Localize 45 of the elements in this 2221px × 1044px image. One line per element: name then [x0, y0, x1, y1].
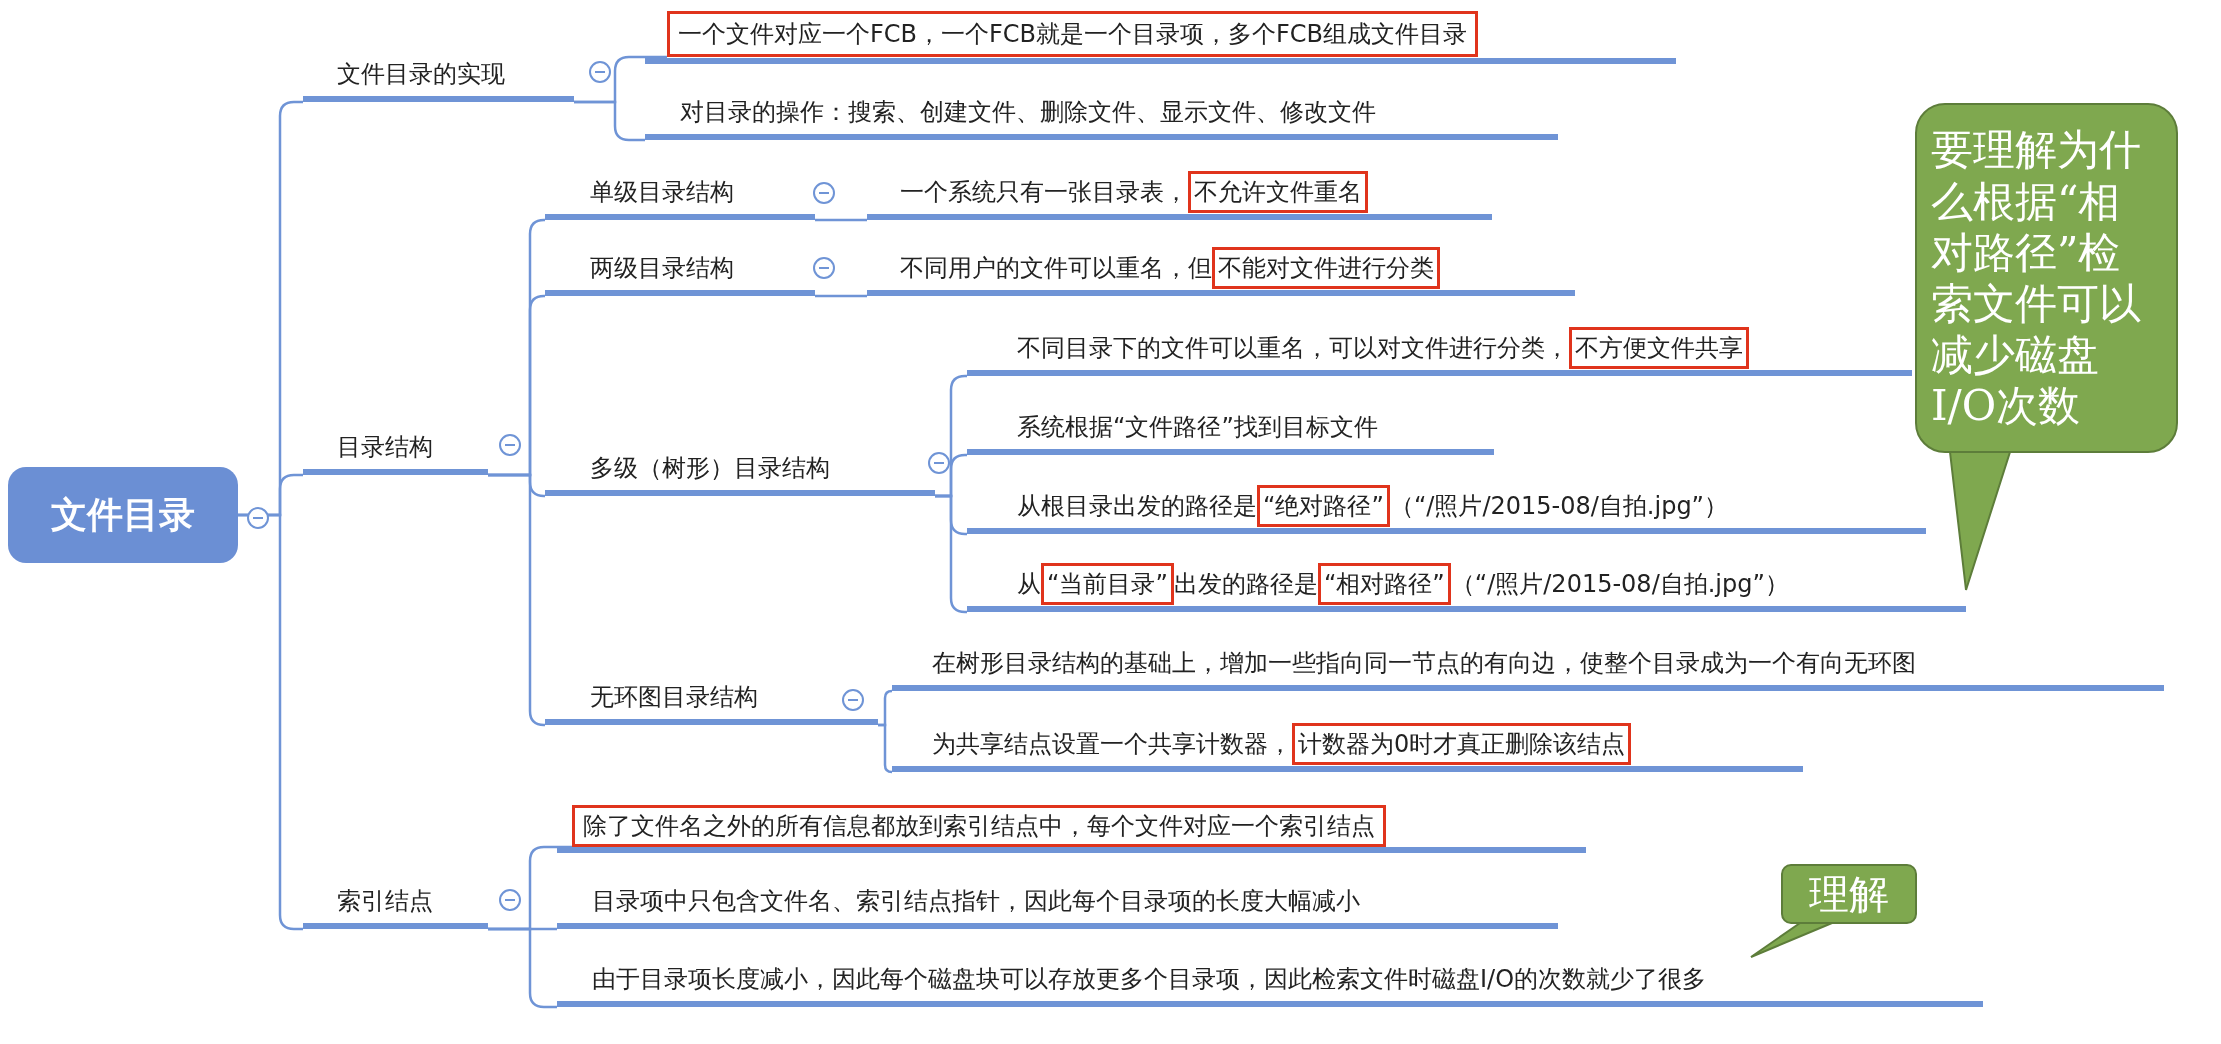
- highlight-box: 一个文件对应一个FCB，一个FCB就是一个目录项，多个FCB组成文件目录: [667, 11, 1479, 57]
- branch-connector: [488, 473, 546, 727]
- branch-topic: 单级目录结构: [545, 170, 815, 220]
- highlight-box: “绝对路径”: [1257, 485, 1390, 527]
- root-topic: 文件目录: [8, 467, 238, 563]
- topic-text: 出发的路径是: [1173, 569, 1318, 600]
- branch-topic: [967, 562, 1966, 612]
- branch-connector: [815, 294, 867, 298]
- branch-topic: 两级目录结构: [545, 246, 815, 296]
- branch-topic: [867, 170, 1492, 220]
- branch-topic: 在树形目录结构的基础上，增加一些指向同一节点的有向边，使整个目录成为一个有向无环图: [892, 641, 2164, 691]
- branch-topic: 目录项中只包含文件名、索引结点指针，因此每个目录项的长度大幅减小: [557, 879, 1558, 929]
- branch-topic: [967, 484, 1926, 534]
- branch-connector: [815, 218, 867, 222]
- branch-topic: 文件目录的实现: [303, 52, 574, 102]
- branch-topic: 对目录的操作：搜索、创建文件、删除文件、显示文件、修改文件: [645, 90, 1558, 140]
- bubble-tail: [1750, 922, 1833, 958]
- highlight-box: 不能对文件进行分类: [1212, 247, 1440, 289]
- topic-text: 从根目录出发的路径是: [1017, 491, 1257, 522]
- branch-topic: 系统根据“文件路径”找到目标文件: [967, 405, 1494, 455]
- branch-topic: 多级（树形）目录结构: [545, 446, 935, 496]
- topic-text: 从: [1017, 569, 1041, 600]
- branch-connector: [878, 723, 894, 774]
- highlight-box: 计数器为0时才真正删除该结点: [1292, 723, 1632, 765]
- bubble-tail: [1948, 451, 2012, 591]
- topic-text: 为共享结点设置一个共享计数器，: [932, 729, 1292, 760]
- branch-topic: [867, 246, 1575, 296]
- speech-bubble: 要理解为什么根据“相对路径”检索文件可以减少磁盘I/O次数: [1915, 103, 2178, 453]
- topic-text: 一个系统只有一张目录表，: [900, 177, 1188, 208]
- topic-text: 不同目录下的文件可以重名，可以对文件进行分类，: [1017, 333, 1569, 364]
- branch-topic: [892, 722, 1803, 772]
- branch-topic: 由于目录项长度减小，因此每个磁盘块可以存放更多个目录项，因此检索文件时磁盘I/O的次数就少了很多: [557, 957, 1983, 1007]
- branch-topic: 无环图目录结构: [545, 675, 878, 725]
- highlight-box: “相对路径”: [1317, 563, 1451, 605]
- highlight-box: 除了文件名之外的所有信息都放到索引结点中，每个文件对应一个索引结点: [572, 805, 1386, 847]
- topic-text: 不同用户的文件可以重名，但: [900, 253, 1212, 284]
- topic-text: （“/照片/2015-08/自拍.jpg”）: [1389, 491, 1729, 522]
- branch-topic: 索引结点: [303, 879, 488, 929]
- branch-topic: [967, 326, 1912, 376]
- branch-topic: 目录结构: [303, 425, 488, 475]
- highlight-box: “当前目录”: [1041, 563, 1174, 605]
- highlight-box: 不允许文件重名: [1188, 171, 1368, 213]
- topic-text: （“/照片/2015-08/自拍.jpg”）: [1450, 569, 1789, 600]
- branch-connector: [574, 100, 645, 142]
- highlight-box: 不方便文件共享: [1569, 327, 1749, 369]
